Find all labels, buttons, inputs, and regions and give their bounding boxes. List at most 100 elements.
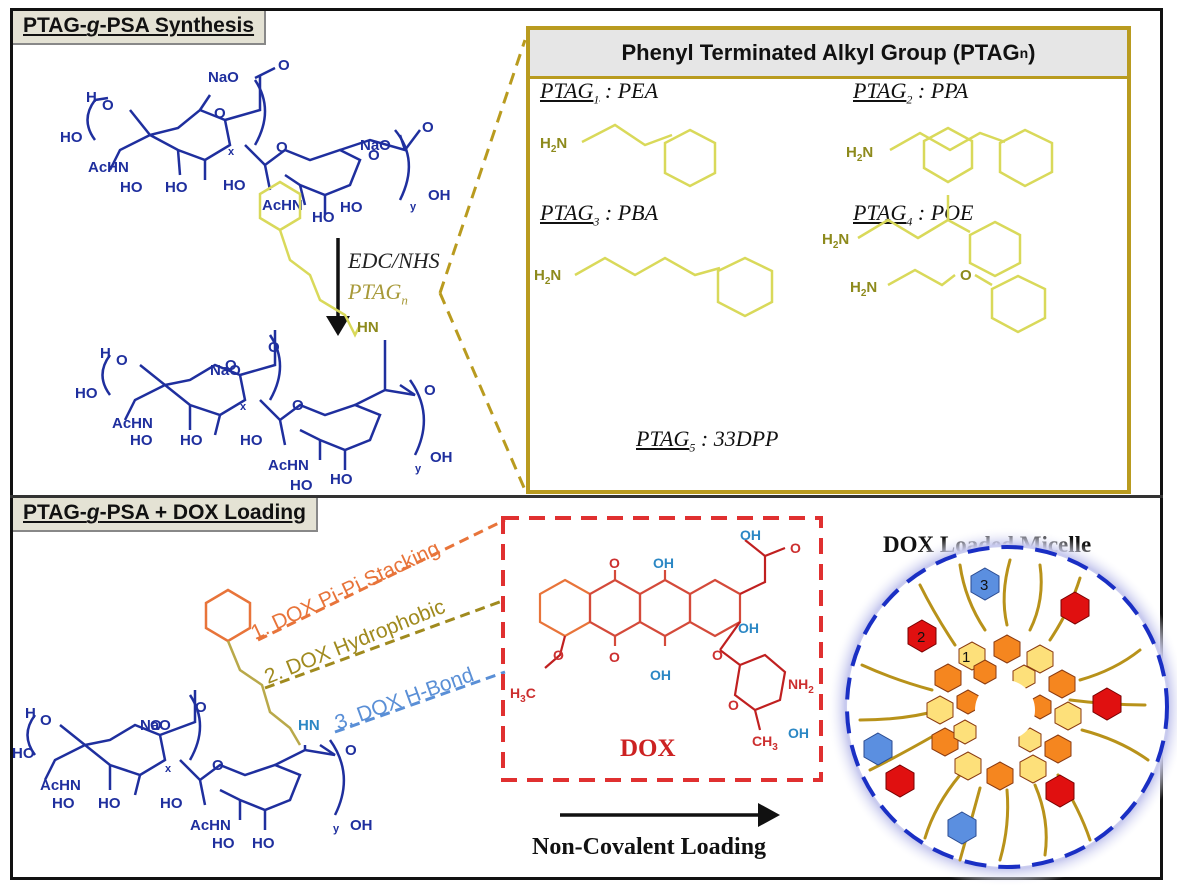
svg-text:y: y: [415, 463, 422, 475]
svg-text:AcHN: AcHN: [190, 817, 231, 834]
svg-text:H2N: H2N: [846, 144, 873, 164]
synthesis-section-label: PTAG-g-PSA Synthesis: [13, 11, 267, 45]
svg-text:OH: OH: [788, 725, 809, 741]
svg-text:HO: HO: [180, 432, 203, 449]
svg-text:AcHN: AcHN: [268, 457, 309, 474]
svg-text:AcHN: AcHN: [40, 777, 81, 794]
svg-text:HO: HO: [130, 432, 153, 449]
reagent-ptag: PTAGn: [348, 279, 408, 308]
interaction-labels: 1. DOX Pi-Pi Stacking 2. DOX Hydrophobic…: [247, 537, 476, 735]
svg-text:HO: HO: [60, 129, 83, 146]
ptag2-label: PTAG2 : PPA: [853, 78, 969, 107]
svg-text:O: O: [276, 139, 288, 156]
svg-text:O: O: [268, 339, 280, 356]
loading-arrow: [560, 803, 780, 827]
svg-text:O: O: [150, 717, 162, 734]
svg-text:O: O: [116, 352, 128, 369]
psa-bottom-labels: H O HO AcHN HO HO NaO O O HO AcHN O HO H…: [12, 699, 373, 852]
svg-text:O: O: [292, 397, 304, 414]
dox-structure: [538, 539, 787, 731]
figure-frame: [10, 8, 1163, 880]
ptag2-structure: [889, 128, 1054, 188]
section-divider: [10, 495, 1163, 498]
dox-label: DOX: [620, 735, 676, 762]
svg-text:3: 3: [980, 577, 988, 594]
svg-text:OH: OH: [653, 555, 674, 571]
ptag-chain-bottom: [226, 640, 302, 746]
svg-text:O: O: [609, 555, 620, 571]
svg-text:HO: HO: [160, 795, 183, 812]
svg-text:HN: HN: [298, 717, 320, 734]
svg-text:HO: HO: [223, 177, 246, 194]
svg-text:OH: OH: [428, 187, 451, 204]
micelle-dox-molecules: [863, 567, 1122, 845]
svg-text:AcHN: AcHN: [262, 197, 303, 214]
svg-text:HO: HO: [12, 745, 35, 762]
svg-text:OH: OH: [430, 449, 453, 466]
ptag1-structure: [581, 123, 717, 188]
svg-text:NaO: NaO: [360, 137, 391, 154]
svg-text:AcHN: AcHN: [88, 159, 129, 176]
svg-text:HO: HO: [240, 432, 263, 449]
svg-text:O: O: [345, 742, 357, 759]
svg-text:O: O: [424, 382, 436, 399]
svg-text:HO: HO: [52, 795, 75, 812]
svg-text:HO: HO: [330, 471, 353, 488]
ptag5-label: PTAG5 : 33DPP: [636, 426, 779, 455]
psa-structure-top: [86, 66, 421, 215]
svg-text:HO: HO: [75, 385, 98, 402]
svg-text:y: y: [410, 201, 417, 213]
ptag-phenyl-ring-product: [258, 180, 362, 338]
reaction-arrow: [326, 238, 350, 336]
ptag5-structure: [857, 126, 1022, 278]
svg-text:O: O: [195, 699, 207, 716]
micelle-core-hole: [975, 680, 1035, 740]
svg-text:H: H: [100, 345, 111, 362]
svg-text:y: y: [333, 823, 340, 835]
ptag3-label: PTAG3 : PBA: [540, 200, 659, 229]
svg-text:O: O: [960, 267, 972, 284]
loading-section-label: PTAG-g-PSA + DOX Loading: [13, 498, 318, 532]
svg-text:H: H: [25, 705, 36, 722]
ptag-callout-lines: [438, 39, 527, 491]
ptag4-structure: [887, 268, 1047, 334]
svg-text:HO: HO: [252, 835, 275, 852]
svg-text:O: O: [40, 712, 52, 729]
svg-text:O: O: [553, 647, 564, 663]
svg-text:HO: HO: [212, 835, 235, 852]
svg-text:HO: HO: [312, 209, 335, 226]
svg-text:CH3: CH3: [752, 733, 778, 753]
svg-text:HO: HO: [290, 477, 313, 494]
interaction-dashed-lines: [257, 518, 506, 734]
svg-text:H: H: [86, 89, 97, 106]
svg-text:NaO: NaO: [140, 717, 171, 734]
svg-text:OH: OH: [650, 667, 671, 683]
svg-text:H2N: H2N: [850, 279, 877, 299]
micelle-badges: 1 2 3: [917, 577, 988, 666]
svg-text:3. DOX H-Bond: 3. DOX H-Bond: [332, 663, 477, 735]
ptag1-label: PTAG1 : PEA: [540, 78, 659, 107]
svg-text:O: O: [102, 97, 114, 114]
svg-text:O: O: [712, 647, 723, 663]
svg-text:HN: HN: [357, 319, 379, 336]
svg-text:x: x: [240, 401, 247, 413]
dox-atom-labels: O OH OH O OH O OH O O H3C NH2 O OH CH3: [510, 527, 814, 753]
svg-text:O: O: [214, 105, 226, 122]
svg-text:NaO: NaO: [208, 69, 239, 86]
reagent-edc-nhs: EDC/NHS: [348, 248, 440, 273]
ptag-phenyl-ring-bottom: [204, 588, 252, 643]
svg-text:x: x: [228, 146, 235, 158]
svg-text:O: O: [225, 357, 237, 374]
svg-text:O: O: [368, 147, 380, 164]
svg-text:HO: HO: [165, 179, 188, 196]
ptag-amine-labels: H2N H2N H2N H2N O H2N: [534, 135, 972, 299]
loading-arrow-label: Non-Covalent Loading: [532, 834, 767, 860]
psa-structure-bottom: [26, 690, 346, 830]
svg-text:2: 2: [917, 629, 925, 646]
ptag4-label: PTAG4 : POE: [853, 200, 974, 229]
svg-text:1: 1: [962, 649, 970, 666]
svg-text:x: x: [165, 763, 172, 775]
